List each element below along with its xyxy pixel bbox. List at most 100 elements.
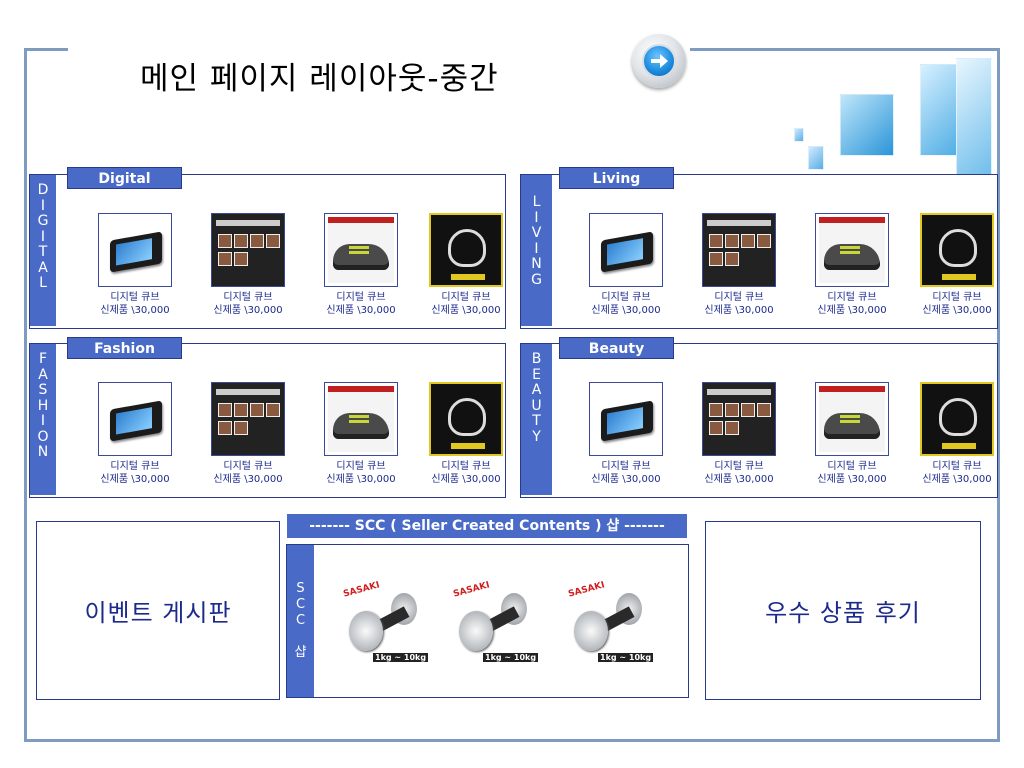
side-letter: A (38, 366, 48, 383)
product-card[interactable]: 디지털 큐브 신제품 \30,000 (85, 213, 185, 317)
dumbbell-logo: SASAKI (452, 580, 491, 600)
side-letter: G (37, 213, 49, 229)
side-letter: N (531, 256, 542, 272)
product-price: 신제품 \30,000 (431, 305, 501, 316)
product-price: 신제품 \30,000 (326, 305, 396, 316)
scc-side-letter: C (295, 597, 306, 612)
shoe-image (324, 213, 398, 287)
shoe-image (815, 382, 889, 456)
product-card[interactable]: 디지털 큐브 신제품 \30,000 (576, 213, 676, 317)
event-board-panel[interactable]: 이벤트 게시판 (36, 521, 280, 700)
frame-right (997, 48, 1000, 742)
product-caption: 디지털 큐브 (932, 292, 982, 303)
product-price: 신제품 \30,000 (100, 305, 170, 316)
product-price: 신제품 \30,000 (591, 474, 661, 485)
product-card[interactable]: 디지털 큐브 신제품 \30,000 (416, 382, 516, 486)
heart-pendant-image (429, 213, 503, 287)
product-caption: 디지털 큐브 (336, 461, 386, 472)
product-card[interactable]: 디지털 큐브 신제품 \30,000 (689, 382, 789, 486)
dumbbell-weight: 1kg ~ 10kg (598, 653, 654, 662)
product-price: 신제품 \30,000 (922, 474, 992, 485)
product-card[interactable]: 디지털 큐브 신제품 \30,000 (198, 213, 298, 317)
cube-tall (956, 58, 992, 180)
shoe-image (324, 382, 398, 456)
product-card[interactable]: 디지털 큐브 신제품 \30,000 (802, 213, 902, 317)
cube-tiny (794, 128, 804, 142)
category-section-living: L I V I N G 디지털 큐브 신제품 \30,000 디지털 큐브 신제… (520, 174, 998, 329)
frame-top-left (24, 48, 68, 51)
cube-medium (920, 64, 978, 156)
side-letter: D (37, 182, 49, 198)
side-label-beauty: B E A U T Y (521, 344, 552, 495)
tab-digital[interactable]: Digital (67, 167, 182, 189)
side-letter: S (38, 382, 48, 398)
dumbbell-image[interactable]: SASAKI 1kg ~ 10kg (339, 579, 429, 669)
product-card[interactable]: 디지털 큐브 신제품 \30,000 (907, 213, 1007, 317)
scc-side-letter: S (296, 581, 305, 596)
product-price: 신제품 \30,000 (326, 474, 396, 485)
side-label-digital: D I G I T A L (30, 175, 56, 326)
device-image (589, 213, 663, 287)
product-caption: 디지털 큐브 (110, 461, 160, 472)
review-panel[interactable]: 우수 상품 후기 (705, 521, 981, 700)
page-title: 메인 페이지 레이아웃-중간 (140, 60, 499, 97)
product-card[interactable]: 디지털 큐브 신제품 \30,000 (311, 382, 411, 486)
shoe-image (815, 213, 889, 287)
side-letter: T (532, 413, 541, 429)
web-screenshot-image (702, 213, 776, 287)
product-caption: 디지털 큐브 (110, 292, 160, 303)
product-card[interactable]: 디지털 큐브 신제품 \30,000 (907, 382, 1007, 486)
frame-bottom (24, 739, 1000, 742)
side-letter: H (37, 397, 49, 414)
side-letter: T (38, 244, 48, 260)
product-price: 신제품 \30,000 (213, 305, 283, 316)
product-card[interactable]: 디지털 큐브 신제품 \30,000 (576, 382, 676, 486)
product-caption: 디지털 큐브 (441, 461, 491, 472)
product-card[interactable]: 디지털 큐브 신제품 \30,000 (85, 382, 185, 486)
dumbbell-image[interactable]: SASAKI 1kg ~ 10kg (449, 579, 539, 669)
side-letter: U (531, 397, 542, 414)
category-section-digital: D I G I T A L 디지털 큐브 신제품 \30,000 디지털 큐브 … (29, 174, 506, 329)
product-card[interactable]: 디지털 큐브 신제품 \30,000 (416, 213, 516, 317)
frame-top-right (690, 48, 1000, 51)
product-card[interactable]: 디지털 큐브 신제품 \30,000 (311, 213, 411, 317)
product-card[interactable]: 디지털 큐브 신제품 \30,000 (198, 382, 298, 486)
dumbbell-logo: SASAKI (567, 580, 606, 600)
tab-living[interactable]: Living (559, 167, 674, 189)
frame-left (24, 48, 27, 742)
product-price: 신제품 \30,000 (817, 474, 887, 485)
heart-pendant-image (920, 382, 994, 456)
side-letter: I (40, 228, 46, 245)
arrow-right-circle-icon (642, 44, 676, 78)
device-image (589, 382, 663, 456)
dumbbell-weight: 1kg ~ 10kg (483, 653, 539, 662)
product-price: 신제품 \30,000 (817, 305, 887, 316)
product-card[interactable]: 디지털 큐브 신제품 \30,000 (802, 382, 902, 486)
cube-large (840, 94, 894, 156)
side-letter: Y (532, 428, 541, 445)
product-price: 신제품 \30,000 (100, 474, 170, 485)
scc-side-label: S C C 샵 (287, 545, 314, 697)
product-price: 신제품 \30,000 (591, 305, 661, 316)
next-arrow-button[interactable] (632, 34, 686, 88)
tab-fashion[interactable]: Fashion (67, 337, 182, 359)
side-letter: N (37, 444, 49, 460)
category-section-beauty: B E A U T Y 디지털 큐브 신제품 \30,000 디지털 큐브 신제… (520, 343, 998, 498)
product-card[interactable]: 디지털 큐브 신제품 \30,000 (689, 213, 789, 317)
side-letter: V (531, 225, 542, 241)
web-screenshot-image (702, 382, 776, 456)
side-letter: A (38, 259, 48, 276)
product-caption: 디지털 큐브 (932, 461, 982, 472)
product-price: 신제품 \30,000 (213, 474, 283, 485)
product-caption: 디지털 큐브 (441, 292, 491, 303)
side-letter: I (40, 413, 46, 429)
scc-shop-panel: S C C 샵 SASAKI 1kg ~ 10kg SASAKI 1kg ~ 1… (286, 544, 689, 698)
tab-beauty[interactable]: Beauty (559, 337, 674, 359)
side-letter: I (534, 209, 539, 226)
product-caption: 디지털 큐브 (827, 461, 877, 472)
side-letter: I (534, 240, 539, 257)
product-price: 신제품 \30,000 (922, 305, 992, 316)
side-letter: F (38, 351, 48, 367)
side-letter: G (531, 271, 542, 288)
dumbbell-image[interactable]: SASAKI 1kg ~ 10kg (564, 579, 654, 669)
